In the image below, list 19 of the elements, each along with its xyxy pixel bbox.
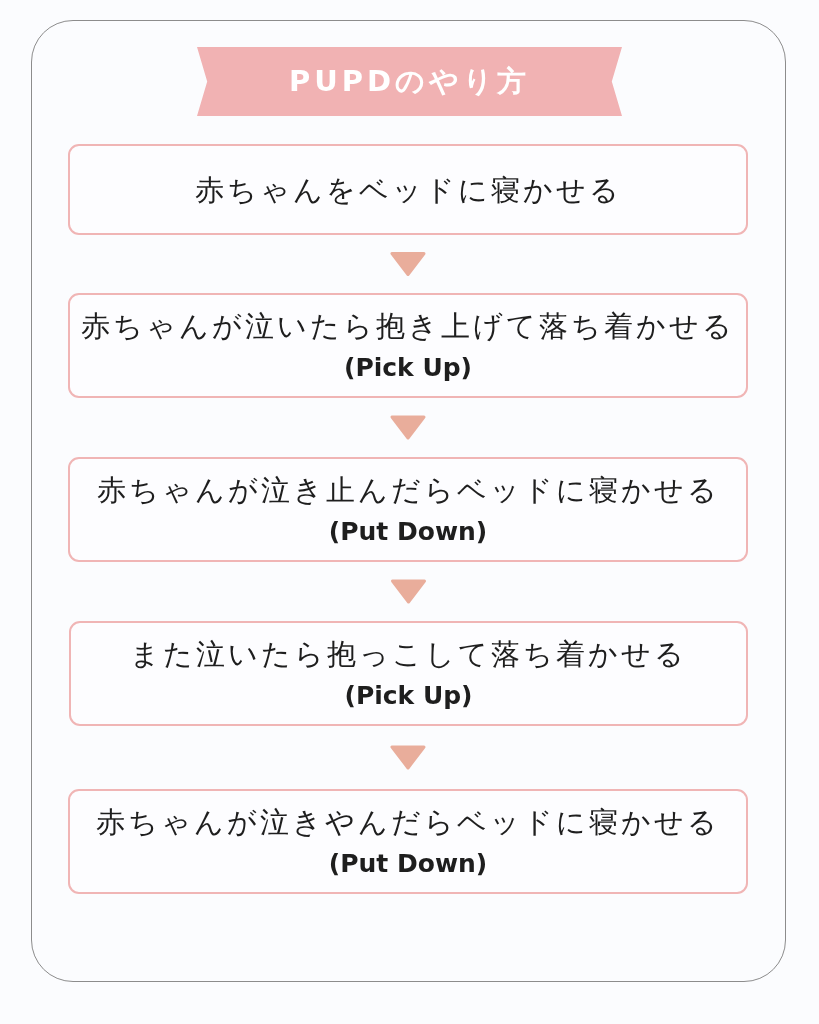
down-arrow: [390, 252, 426, 276]
step-label: (Put Down): [328, 847, 488, 880]
step-text: また泣いたら抱っこして落ち着かせる: [130, 635, 687, 673]
down-arrow: [390, 745, 426, 770]
step-text: 赤ちゃんが泣きやんだらベッドに寝かせる: [96, 803, 720, 841]
step-text: 赤ちゃんが泣いたら抱き上げて落ち着かせる: [81, 307, 735, 345]
step-box: [68, 144, 748, 235]
step-box: [68, 457, 748, 562]
step-text: 赤ちゃんが泣き止んだらベッドに寝かせる: [96, 471, 720, 509]
step-label: (Pick Up): [344, 679, 473, 712]
step-label: (Put Down): [328, 515, 488, 548]
title-banner: PUPDのやり方: [197, 47, 622, 116]
step-label: (Pick Up): [343, 351, 473, 384]
step-box: [68, 789, 748, 894]
step-text: 赤ちゃんをベッドに寝かせる: [194, 171, 622, 209]
down-arrow: [390, 415, 426, 440]
step-box: [68, 293, 748, 398]
down-arrow: [391, 579, 426, 604]
step-box: [69, 621, 748, 726]
